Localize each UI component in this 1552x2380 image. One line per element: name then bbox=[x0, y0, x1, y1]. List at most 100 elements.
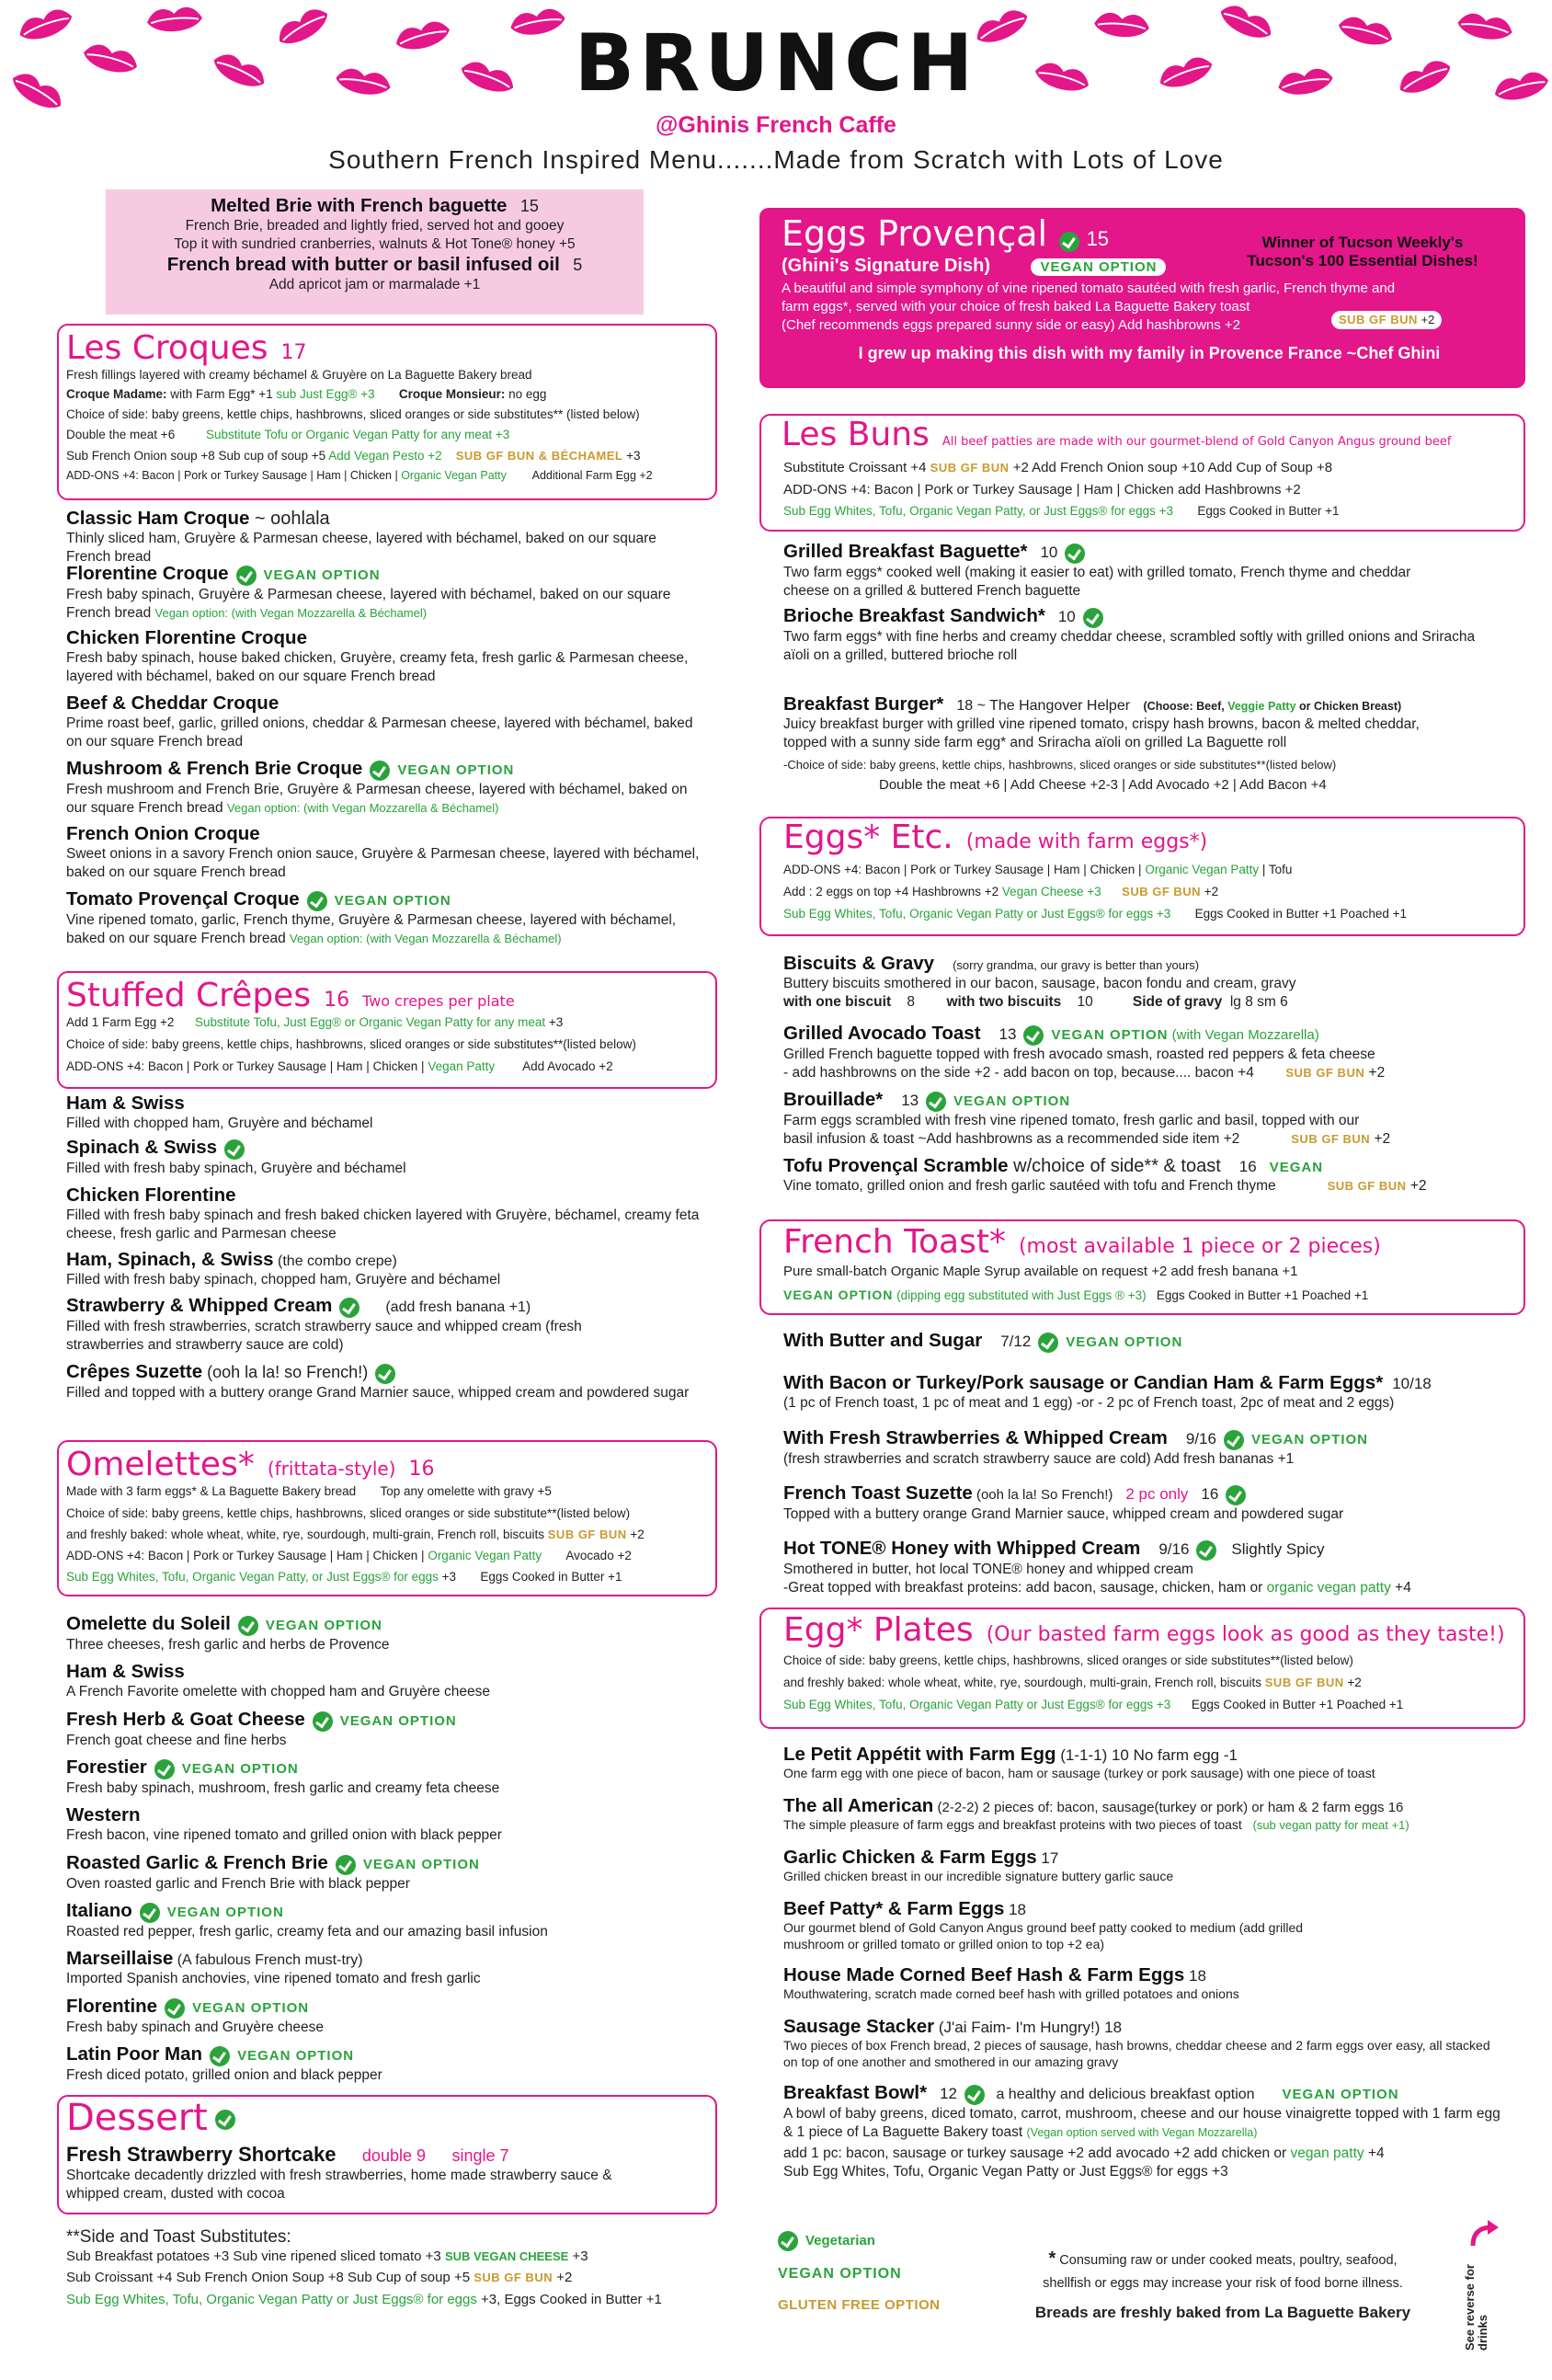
french-toast-title: French Toast*(most available 1 piece or … bbox=[783, 1223, 1381, 1261]
buns-list: Grilled Breakfast Baguette*10 Two farm e… bbox=[783, 541, 1519, 793]
buns-line-3: Sub Egg Whites, Tofu, Organic Vegan Patt… bbox=[783, 504, 1340, 518]
vegetarian-icon bbox=[964, 2084, 986, 2105]
vegetarian-icon bbox=[210, 2045, 231, 2066]
vegetarian-icon bbox=[375, 1363, 396, 1384]
bread-price: 5 bbox=[573, 255, 583, 274]
buns-line-2: ADD-ONS +4: Bacon | Pork or Turkey Sausa… bbox=[783, 482, 1301, 498]
crepes-line-3: ADD-ONS +4: Bacon | Pork or Turkey Sausa… bbox=[66, 1059, 613, 1073]
legend-vegetarian: Vegetarian bbox=[805, 2233, 875, 2249]
toast-item: French Toast Suzette (ooh la la! So Fren… bbox=[783, 1482, 1344, 1522]
tofu-scramble: Tofu Provençal Scramble w/choice of side… bbox=[783, 1155, 1427, 1194]
plate-item: Le Petit Appétit with Farm Egg (1-1-1) 1… bbox=[783, 1744, 1375, 1780]
egg-plates-line-3: Sub Egg Whites, Tofu, Organic Vegan Patt… bbox=[783, 1698, 1404, 1711]
eggs-etc-line-1: ADD-ONS +4: Bacon | Pork or Turkey Sausa… bbox=[783, 863, 1293, 876]
omelettes-box bbox=[57, 1440, 717, 1596]
dessert-box bbox=[57, 2095, 717, 2214]
menu-tagline: Southern French Inspired Menu.......Made… bbox=[328, 145, 1224, 174]
omelettes-title: Omelettes*(frittata-style)16 bbox=[66, 1446, 435, 1483]
menu-title: BRUNCH bbox=[574, 17, 978, 109]
legend-gluten-free: GLUTEN FREE OPTION bbox=[778, 2297, 941, 2313]
dessert: Dessert Fresh Strawberry Shortcake doubl… bbox=[66, 2097, 710, 2203]
egg-plates-line-1: Choice of side: baby greens, kettle chip… bbox=[783, 1653, 1353, 1667]
eggs-provencal-panel bbox=[759, 208, 1525, 388]
plate-item: The all American (2-2-2) 2 pieces of: ba… bbox=[783, 1795, 1409, 1832]
vegetarian-icon bbox=[165, 1997, 186, 2019]
starters: Melted Brie with French baguette 15 Fren… bbox=[106, 195, 644, 293]
crepe-item: Ham, Spinach, & Swiss (the combo crepe)F… bbox=[66, 1249, 501, 1287]
vegetarian-icon bbox=[778, 2231, 798, 2251]
vegetarian-icon bbox=[235, 565, 257, 586]
legend: Vegetarian VEGAN OPTION GLUTEN FREE OPTI… bbox=[778, 2231, 1017, 2313]
crepes-box bbox=[57, 971, 717, 1089]
egg-plates-line-2: and freshly baked: whole wheat, white, r… bbox=[783, 1676, 1362, 1689]
croques-line-4: Double the meat +6 Substitute Tofu or Or… bbox=[66, 428, 510, 441]
eggs-etc-line-3: Sub Egg Whites, Tofu, Organic Vegan Patt… bbox=[783, 907, 1407, 921]
dessert-title: Dessert bbox=[66, 2097, 208, 2139]
vegetarian-icon bbox=[214, 2110, 235, 2130]
toast-item: With Bacon or Turkey/Pork sausage or Can… bbox=[783, 1372, 1432, 1411]
see-reverse: See reverse for drinks bbox=[1460, 2216, 1515, 2354]
vegetarian-icon bbox=[926, 1091, 947, 1112]
vegetarian-icon bbox=[139, 1902, 160, 1923]
breakfast-bowl: Breakfast Bowl*12 a healthy and deliciou… bbox=[783, 2082, 1501, 2180]
vegetarian-icon bbox=[312, 1711, 333, 1732]
eggs-provencal: Eggs Provençal 15 (Ghini's Signature Dis… bbox=[782, 213, 1441, 362]
vegetarian-icon bbox=[1196, 1539, 1217, 1561]
crepes-line-1: Add 1 Farm Egg +2 Substitute Tofu, Just … bbox=[66, 1015, 564, 1029]
legend-vegan: VEGAN OPTION bbox=[778, 2266, 902, 2282]
biscuits-gravy: Biscuits & Gravy(sorry grandma, our grav… bbox=[783, 953, 1296, 1010]
french-toast-line-1: Pure small-batch Organic Maple Syrup ava… bbox=[783, 1264, 1298, 1279]
vegetarian-icon bbox=[154, 1758, 175, 1779]
eggs-etc-list: Biscuits & Gravy(sorry grandma, our grav… bbox=[783, 953, 1519, 1196]
french-toast-box bbox=[759, 1219, 1525, 1315]
omelettes-line-5: Sub Egg Whites, Tofu, Organic Vegan Patt… bbox=[66, 1570, 622, 1584]
croques-line-5: Sub French Onion soup +8 Sub cup of soup… bbox=[66, 449, 641, 463]
eggs-etc-line-2: Add : 2 eggs on top +4 Hashbrowns +2 Veg… bbox=[783, 885, 1219, 898]
croque-item: Chicken Florentine Croque Fresh baby spi… bbox=[66, 627, 689, 684]
omelettes-line-1: Made with 3 farm eggs* & La Baguette Bak… bbox=[66, 1484, 552, 1498]
arrow-icon bbox=[1470, 2220, 1499, 2247]
crepe-item: Strawberry & Whipped Cream(add fresh ban… bbox=[66, 1295, 582, 1353]
eggs-etc-title: Eggs* Etc.(made with farm eggs*) bbox=[783, 818, 1208, 856]
vegetarian-icon bbox=[224, 1139, 245, 1160]
vegetarian-icon bbox=[306, 890, 327, 911]
brie-desc-2: Top it with sundried cranberries, walnut… bbox=[174, 235, 576, 252]
buns-box bbox=[759, 414, 1525, 532]
eggs-etc-box bbox=[759, 817, 1525, 936]
brie-price: 15 bbox=[519, 197, 539, 215]
vegetarian-icon bbox=[1226, 1484, 1247, 1505]
bun-item: Grilled Breakfast Baguette*10 Two farm e… bbox=[783, 541, 1411, 599]
vegetarian-icon bbox=[335, 1854, 356, 1875]
omelette-item: Marseillaise (A fabulous French must-try… bbox=[66, 1948, 481, 1986]
croque-item: French Onion Croque Sweet onions in a sa… bbox=[66, 823, 700, 880]
croques-line-3: Choice of side: baby greens, kettle chip… bbox=[66, 407, 640, 421]
provencal-gf-badge: SUB GF BUN +2 bbox=[1331, 311, 1443, 329]
substitutes: **Side and Toast Substitutes: Sub Breakf… bbox=[66, 2227, 728, 2309]
french-toast-line-2: VEGAN OPTION (dipping egg substituted wi… bbox=[783, 1287, 1369, 1302]
vegetarian-icon bbox=[1223, 1429, 1244, 1450]
croques-line-1: Fresh fillings layered with creamy bécha… bbox=[66, 368, 532, 382]
croques-box bbox=[57, 324, 717, 500]
egg-plates-box bbox=[759, 1608, 1525, 1729]
